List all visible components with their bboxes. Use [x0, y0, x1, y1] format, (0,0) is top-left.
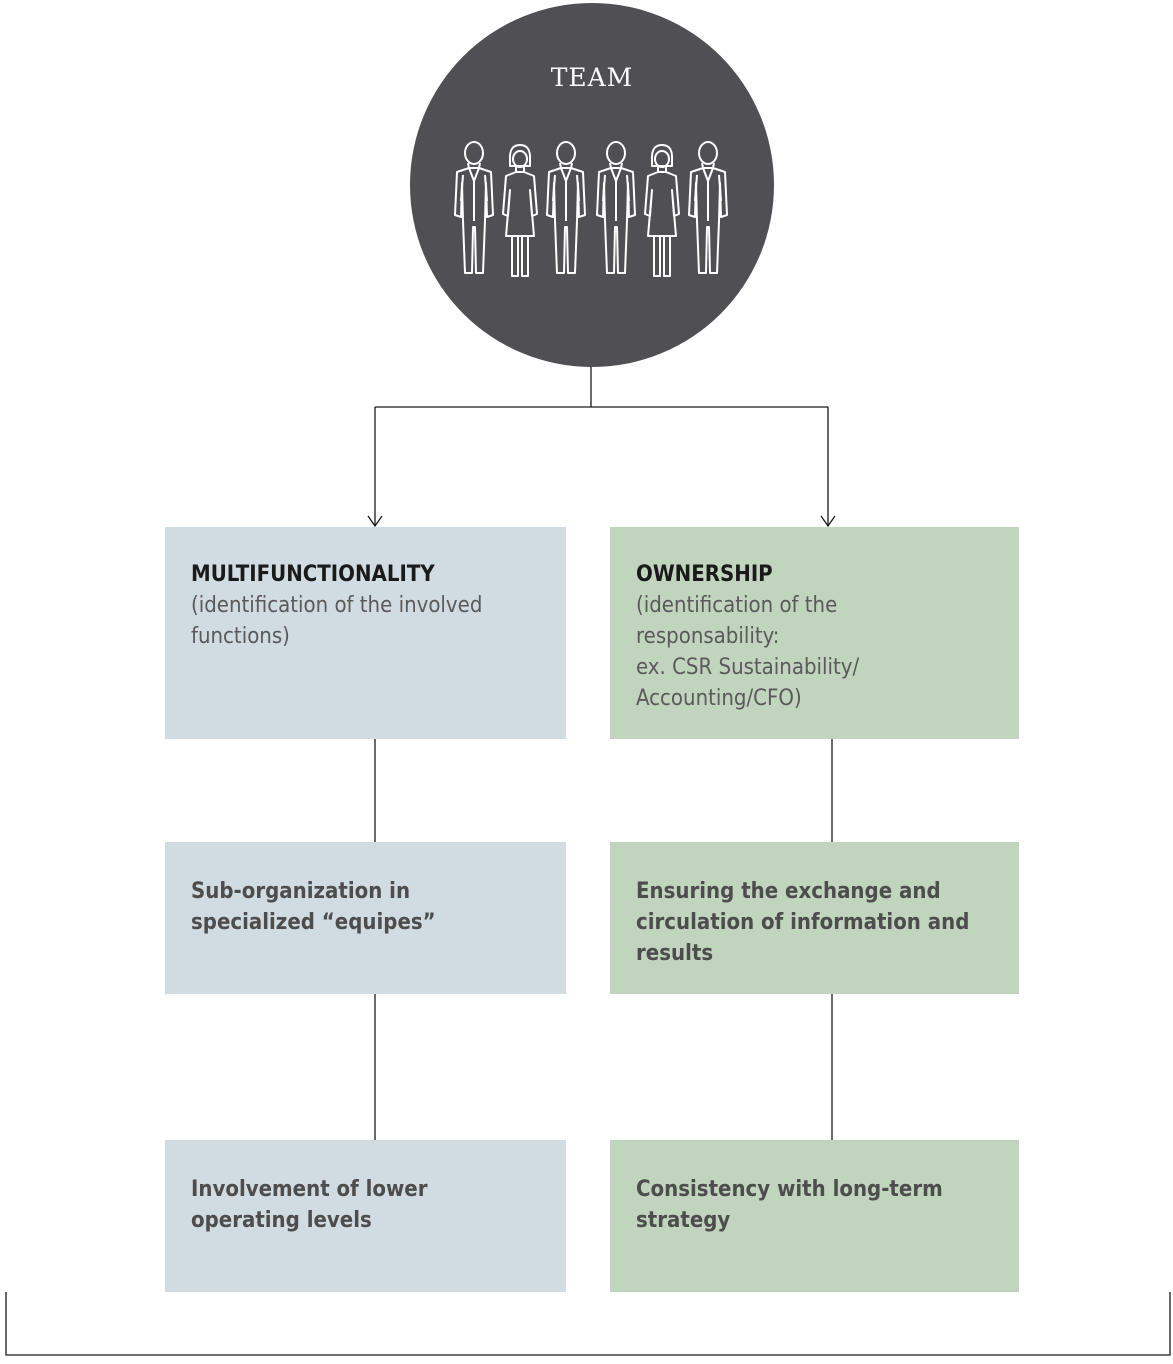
ownership-description-line-1: (identification of the: [636, 593, 838, 618]
information-exchange-box: Ensuring the exchange and circulation of…: [610, 842, 1019, 994]
multifunctionality-description: (identification of the involved function…: [191, 593, 483, 649]
information-exchange-text: Ensuring the exchange and circulation of…: [636, 879, 970, 966]
team-people-icon: [454, 141, 728, 277]
left-arrowhead: [367, 515, 383, 528]
right-arrowhead: [820, 515, 836, 528]
lower-levels-involvement-box: Involvement of lower operating levels: [165, 1140, 566, 1292]
ownership-heading: OWNERSHIP: [636, 562, 773, 587]
ownership-description-line-2: responsability:: [636, 624, 780, 649]
long-term-strategy-box: Consistency with long-term strategy: [610, 1140, 1019, 1292]
sub-organization-text: Sub-organization in specialized “equipes…: [191, 879, 436, 935]
bottom-frame-line: [5, 1292, 1171, 1356]
multifunctionality-heading: MULTIFUNCTIONALITY: [191, 562, 435, 587]
multifunctionality-box: MULTIFUNCTIONALITY (identification of th…: [165, 527, 566, 739]
long-term-strategy-text: Consistency with long-term strategy: [636, 1177, 943, 1233]
ownership-description-line-3: ex. CSR Sustainability/: [636, 655, 860, 680]
lower-levels-involvement-text: Involvement of lower operating levels: [191, 1177, 428, 1233]
sub-organization-box: Sub-organization in specialized “equipes…: [165, 842, 566, 994]
team-circle: TEAM: [410, 3, 774, 367]
team-label: TEAM: [550, 63, 634, 92]
ownership-description-line-4: Accounting/CFO): [636, 686, 802, 711]
ownership-box: OWNERSHIP (identification of the respons…: [610, 527, 1019, 739]
